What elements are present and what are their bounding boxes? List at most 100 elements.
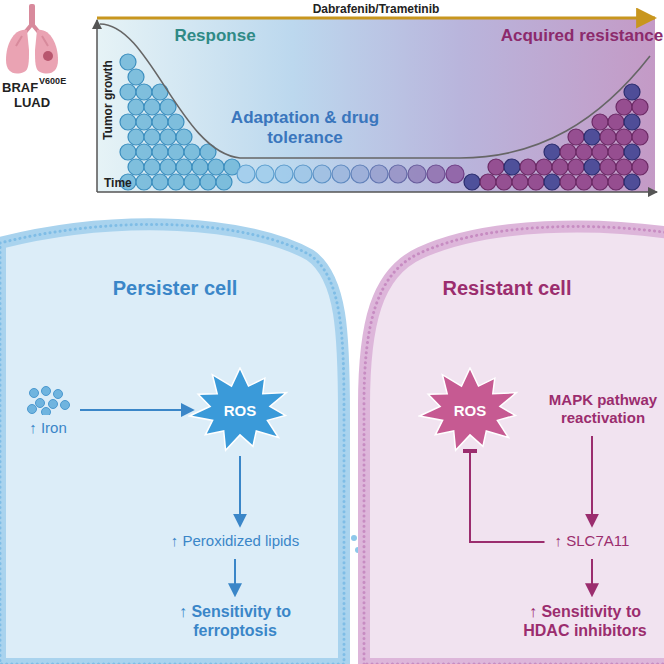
arrow-connector bbox=[591, 559, 593, 595]
tumor-cells bbox=[120, 54, 648, 190]
tumor-cell bbox=[144, 159, 160, 175]
tumor-cell bbox=[313, 165, 331, 183]
tumor-cell bbox=[488, 159, 504, 175]
tumor-cell bbox=[528, 174, 544, 190]
tumor-cell bbox=[192, 159, 208, 175]
tumor-cell bbox=[389, 165, 407, 183]
tumor-cell bbox=[160, 159, 176, 175]
tumor-cell bbox=[608, 144, 624, 160]
arrow-connector bbox=[591, 436, 593, 525]
tumor-cell bbox=[332, 165, 350, 183]
tumor-cell bbox=[568, 129, 584, 145]
tumor-cell bbox=[544, 144, 560, 160]
tumor-cell bbox=[128, 69, 144, 85]
node-text: ↑ Iron bbox=[25, 419, 71, 437]
tumor-cell bbox=[600, 129, 616, 145]
process-label: ↑ Peroxidized lipids bbox=[164, 528, 307, 556]
tumor-cell bbox=[128, 129, 144, 145]
tumor-cell bbox=[624, 174, 640, 190]
phase-label: Response bbox=[174, 26, 255, 46]
tumor-cell bbox=[160, 99, 176, 115]
tumor-cell bbox=[128, 159, 144, 175]
tumor-cell bbox=[237, 165, 255, 183]
tumor-cell bbox=[351, 165, 369, 183]
tumor-cell bbox=[136, 114, 152, 130]
y-axis bbox=[96, 20, 98, 192]
treatment-label: Dabrafenib/Trametinib bbox=[313, 2, 440, 16]
node-text: ROS bbox=[224, 402, 257, 419]
node-text: ↑ Sensitivity to HDAC inhibitors bbox=[510, 602, 660, 640]
tumor-cell bbox=[256, 165, 274, 183]
tumor-cell bbox=[632, 99, 648, 115]
gene-label: BRAF bbox=[2, 80, 38, 95]
tumor-cell bbox=[512, 174, 528, 190]
tumor-cell bbox=[632, 159, 648, 175]
process-label: ↑ Sensitivity to HDAC inhibitors bbox=[503, 598, 664, 647]
node-text: Resistant cell bbox=[350, 277, 664, 300]
tumor-cell bbox=[608, 114, 624, 130]
tumor-cell bbox=[624, 144, 640, 160]
tumor-cell bbox=[446, 165, 464, 183]
tumor-cell bbox=[600, 159, 616, 175]
tumor-cell bbox=[144, 129, 160, 145]
tumor-cell bbox=[168, 174, 184, 190]
tumor-cell bbox=[616, 99, 632, 115]
tumor-cell bbox=[152, 114, 168, 130]
ros-burst: ROS bbox=[188, 367, 292, 453]
arrow-connector bbox=[234, 559, 236, 595]
tumor-cell bbox=[136, 84, 152, 100]
arrow-connector bbox=[239, 456, 241, 525]
process-label: ↑ SLC7A11 bbox=[548, 528, 637, 556]
tumor-cell bbox=[608, 174, 624, 190]
tumor-cell bbox=[520, 159, 536, 175]
tumor-cell bbox=[576, 174, 592, 190]
node-text: ROS bbox=[454, 402, 487, 419]
iron-particles bbox=[26, 385, 70, 415]
lung-icon bbox=[6, 4, 58, 74]
treatment-bar bbox=[97, 17, 655, 20]
inhibition-connector bbox=[470, 451, 545, 542]
tumor-cell bbox=[544, 174, 560, 190]
arrow-connector bbox=[80, 409, 192, 411]
tumor-cell bbox=[184, 144, 200, 160]
tumor-cell bbox=[584, 159, 600, 175]
cell-region: Persister cell ↑ Iron ROS ↑ Peroxidized lip… bbox=[0, 215, 350, 664]
tumor-cell bbox=[208, 159, 224, 175]
tumor-cell bbox=[592, 174, 608, 190]
tumor-cell bbox=[294, 165, 312, 183]
tumor-cell bbox=[632, 129, 648, 145]
tumor-cell bbox=[136, 174, 152, 190]
tumor-cell bbox=[427, 165, 445, 183]
tumor-cell bbox=[552, 159, 568, 175]
node-text: MAPK pathway reactivation bbox=[543, 391, 663, 427]
tumor-cell bbox=[624, 84, 640, 100]
tumor-cell bbox=[504, 159, 520, 175]
process-label: ↑ Sensitivity to ferroptosis bbox=[153, 598, 317, 647]
tumor-cell bbox=[592, 114, 608, 130]
tumor-cell bbox=[128, 99, 144, 115]
tumor-cell bbox=[160, 129, 176, 145]
tumor-cell bbox=[576, 144, 592, 160]
cancer-type-label: LUAD bbox=[14, 95, 50, 110]
tumor-cell bbox=[408, 165, 426, 183]
node-text: ↑ Peroxidized lipids bbox=[170, 532, 301, 550]
tumor-cell bbox=[184, 174, 200, 190]
tumor-cell bbox=[120, 114, 136, 130]
tumor-cell bbox=[120, 54, 136, 70]
tumor-cell bbox=[536, 159, 552, 175]
x-axis bbox=[97, 191, 657, 193]
tumor-cell bbox=[624, 114, 640, 130]
tumor-cell bbox=[592, 144, 608, 160]
ros-burst: ROS bbox=[418, 367, 522, 453]
node-text: Persister cell bbox=[0, 277, 350, 300]
axis-label: Tumor growth bbox=[101, 60, 115, 140]
tumor-cell bbox=[168, 144, 184, 160]
process-label: ↑ Iron bbox=[19, 381, 77, 443]
axis-label: Time bbox=[104, 176, 132, 190]
tumor-cell bbox=[464, 174, 480, 190]
tumor-cell bbox=[584, 129, 600, 145]
tumor-cell bbox=[144, 99, 160, 115]
tumor-cell bbox=[560, 144, 576, 160]
process-label: MAPK pathway reactivation bbox=[536, 387, 664, 433]
node-text: ↑ Sensitivity to ferroptosis bbox=[160, 602, 310, 640]
